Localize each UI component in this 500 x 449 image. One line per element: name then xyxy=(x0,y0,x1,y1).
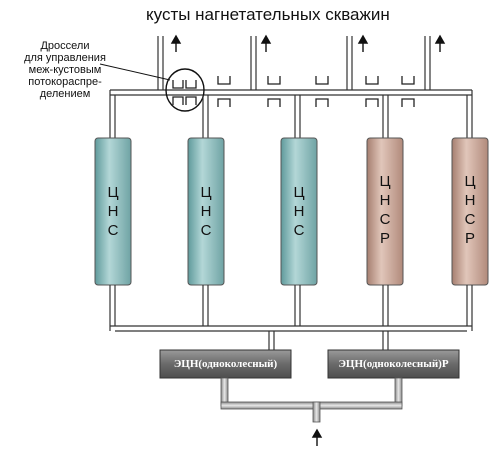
pump-letter: Ц xyxy=(293,184,305,201)
annotation-line: меж-кустовым xyxy=(28,64,102,76)
pump-label-cns-3: Ц Н С xyxy=(289,183,309,240)
diagram-title: кусты нагнетательных скважин xyxy=(146,5,390,24)
pump-letter: Н xyxy=(293,203,305,220)
pump-cns-3 xyxy=(280,137,318,286)
discharge-header xyxy=(109,89,473,96)
pump-letter: Р xyxy=(464,230,475,247)
pump-letter: Ц xyxy=(200,184,212,201)
pump-cns-1 xyxy=(94,137,132,286)
throttle-valve-icon xyxy=(172,76,415,107)
throttle-annotation: Дроссели для управления меж-кустовым пот… xyxy=(0,40,130,100)
pump-letter: С xyxy=(293,222,305,239)
ecn-risers xyxy=(268,331,389,350)
pump-label-cns-1: Ц Н С xyxy=(103,183,123,240)
pump-letter: Н xyxy=(200,203,212,220)
pump-letter: С xyxy=(107,222,119,239)
pump-letter: Н xyxy=(379,192,391,209)
pump-letter: Ц xyxy=(464,173,476,190)
ecn-unit-box-2 xyxy=(327,349,460,379)
pump-letter: Р xyxy=(379,230,390,247)
pump-cnsr-2 xyxy=(451,137,489,286)
annotation-line: для управления xyxy=(24,52,106,64)
well-pad-outlets xyxy=(157,36,431,90)
inlet-manifold xyxy=(220,377,403,423)
pump-letter: С xyxy=(379,211,391,228)
pump-label-cns-2: Ц Н С xyxy=(196,183,216,240)
pump-letter: С xyxy=(200,222,212,239)
throttle-highlight-ellipse xyxy=(165,68,205,112)
pump-letter: Ц xyxy=(379,173,391,190)
pump-cns-2 xyxy=(187,137,225,286)
pump-risers-top xyxy=(109,95,473,138)
annotation-line: потокораспре- xyxy=(28,76,102,88)
pump-letter: Ц xyxy=(107,184,119,201)
pump-letter: Н xyxy=(107,203,119,220)
pump-letter: Н xyxy=(464,192,476,209)
annotation-line: делением xyxy=(39,88,91,100)
up-arrow-icon xyxy=(170,34,446,52)
inlet-arrow-icon xyxy=(311,428,323,446)
annotation-line: Дроссели xyxy=(40,40,90,52)
pump-label-cnsr-2: Ц Н С Р xyxy=(460,172,480,248)
pump-legs-bottom xyxy=(109,285,473,326)
annotation-leader-line xyxy=(99,63,171,81)
ecn-unit-label-1: ЭЦН(одноколесный) xyxy=(173,358,278,370)
ecn-unit-label-2: ЭЦН(одноколесный)Р xyxy=(338,358,449,370)
suction-header xyxy=(109,325,473,332)
pump-cnsr-1 xyxy=(366,137,404,286)
pump-label-cnsr-1: Ц Н С Р xyxy=(375,172,395,248)
pump-letter: С xyxy=(464,211,476,228)
